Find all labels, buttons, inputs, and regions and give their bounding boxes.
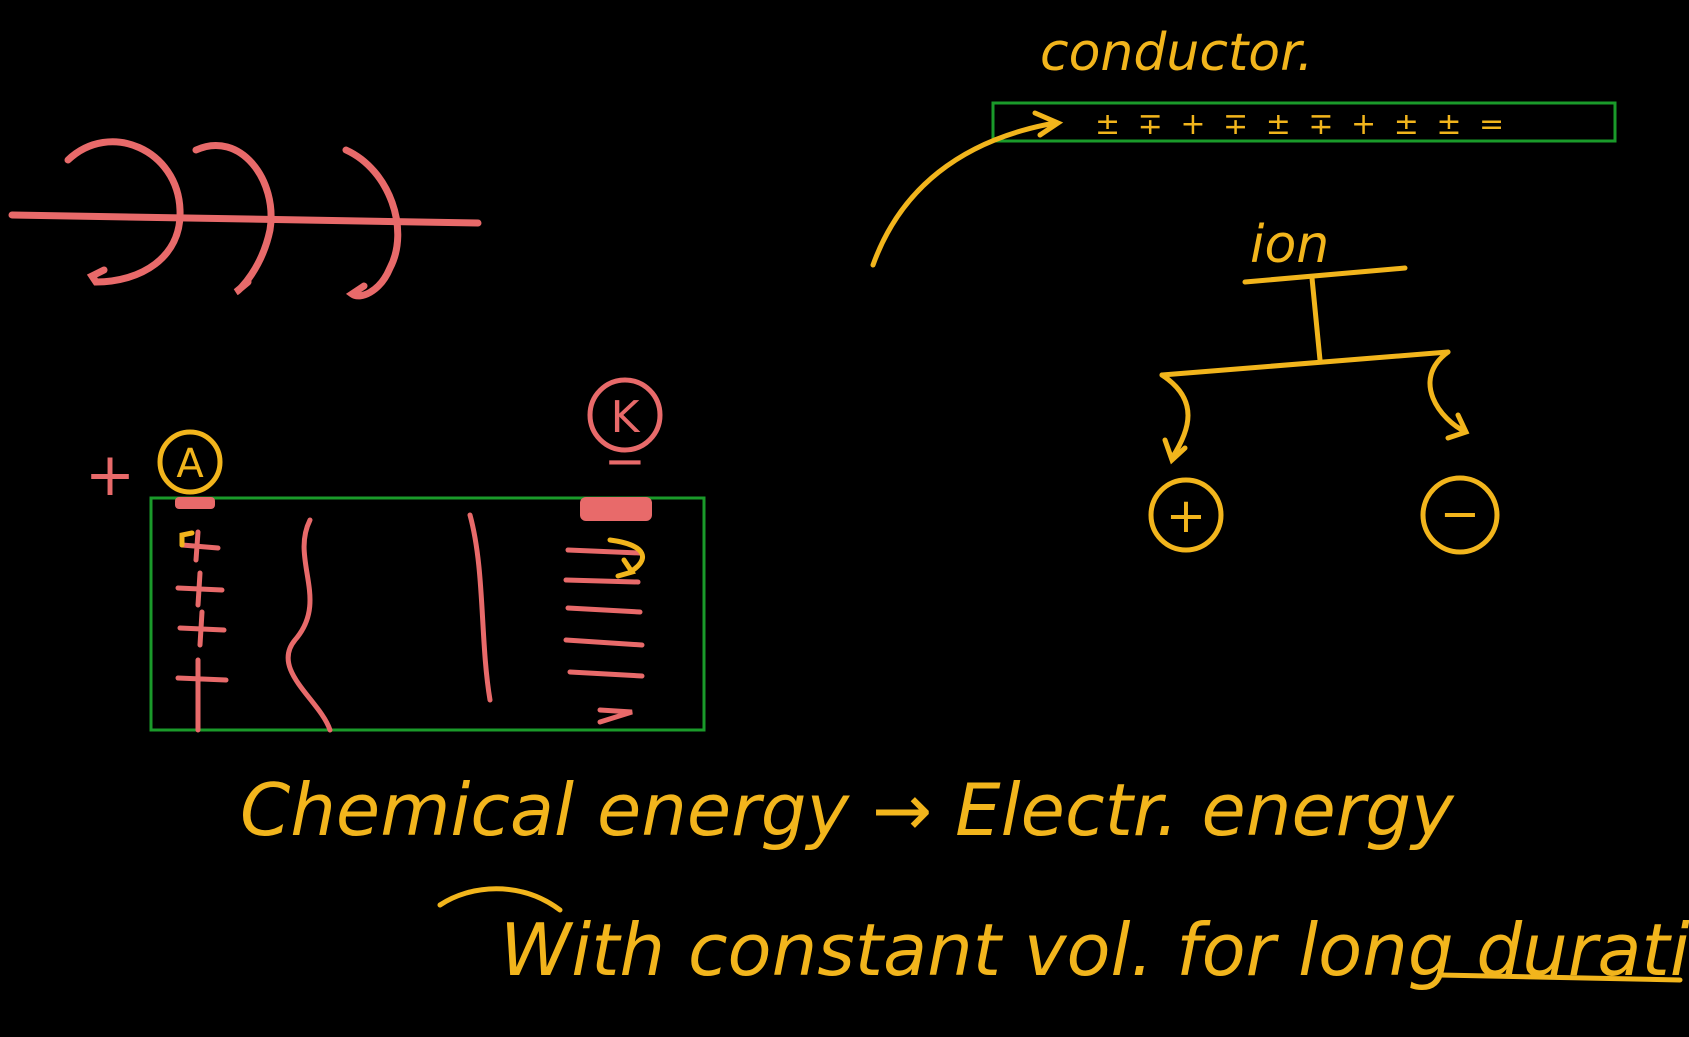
ion-right-arrow bbox=[1427, 349, 1470, 441]
anode-charges bbox=[175, 529, 229, 733]
anode-label: A bbox=[176, 441, 204, 487]
ion-branch-bar bbox=[1159, 349, 1451, 378]
cathode-label: K bbox=[611, 392, 641, 443]
red-loop-1 bbox=[64, 138, 184, 286]
cathode-electrode bbox=[580, 497, 652, 521]
positive-ion-circle bbox=[1148, 477, 1224, 553]
cathode-sign: − bbox=[604, 432, 646, 490]
positive-ion-sign: + bbox=[1166, 488, 1206, 544]
electrolyte-wave-1 bbox=[285, 517, 333, 733]
electrolyte-wave-2 bbox=[467, 512, 493, 703]
ion-left-arrow bbox=[1159, 372, 1191, 465]
cell-container bbox=[149, 496, 706, 732]
conductor-charges: ± ∓ + ∓ ± ∓ + ± ± = bbox=[1095, 107, 1508, 142]
conductor-arrow bbox=[870, 110, 1064, 268]
intro-swoosh bbox=[437, 886, 563, 913]
constant-voltage-text: With constant vol. for long duration bbox=[500, 908, 1689, 992]
energy-conversion-text: Chemical energy → Electr. energy bbox=[240, 768, 1455, 852]
conductor-bar bbox=[991, 101, 1617, 143]
negative-ion-sign: − bbox=[1440, 486, 1480, 542]
red-loop-3 bbox=[342, 146, 402, 300]
anode-electrode bbox=[175, 497, 215, 509]
red-axis-line bbox=[8, 211, 482, 227]
conductor-diagram: conductor. ± ∓ + ∓ ± ∓ + ± ± = bbox=[870, 23, 1617, 268]
cathode-circle bbox=[587, 377, 663, 453]
anode-sign: + bbox=[85, 440, 135, 510]
red-loop-2 bbox=[192, 142, 275, 296]
cathode-charges bbox=[563, 537, 645, 725]
conductor-label: conductor. bbox=[1040, 23, 1313, 83]
ion-label: ion bbox=[1250, 215, 1329, 275]
electrolytic-cell: + A K − bbox=[85, 377, 706, 733]
ion-tree: ion + − bbox=[1148, 215, 1500, 555]
negative-ion-circle bbox=[1420, 475, 1500, 555]
spiral-field-lines bbox=[8, 138, 482, 300]
anode-circle bbox=[157, 429, 223, 495]
ion-top-bar bbox=[1242, 265, 1408, 285]
ion-stem bbox=[1309, 275, 1323, 363]
duration-underline bbox=[1437, 972, 1683, 983]
